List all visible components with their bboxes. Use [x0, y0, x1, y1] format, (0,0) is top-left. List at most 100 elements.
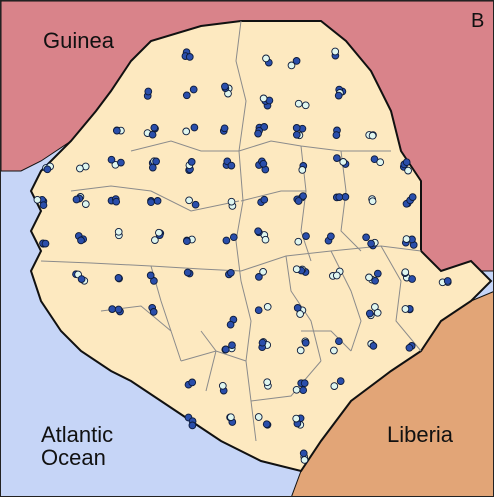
- marker-dark-circle: [336, 377, 345, 385]
- marker-dark-circle: [327, 232, 335, 241]
- marker-dark-circle: [362, 233, 370, 242]
- marker-dark-circle: [373, 269, 382, 278]
- marker-dark-circle: [191, 200, 200, 209]
- marker-dark-circle: [227, 161, 236, 170]
- marker-dark-circle: [408, 275, 416, 283]
- marker-dark-circle: [371, 276, 379, 285]
- liberia-label: Liberia: [387, 422, 454, 447]
- marker-dark-circle: [114, 305, 123, 314]
- marker-dark-circle: [185, 53, 194, 61]
- marker-light-circle: [330, 382, 339, 390]
- marker-dark-circle: [189, 85, 198, 94]
- marker-dark-circle: [227, 268, 235, 277]
- marker-dark-circle: [153, 197, 162, 205]
- marker-dark-circle: [254, 129, 262, 138]
- marker-light-circle: [298, 166, 307, 174]
- marker-light-circle: [263, 302, 272, 311]
- marker-dark-circle: [367, 239, 375, 248]
- marker-light-circle: [300, 456, 309, 464]
- marker-dark-circle: [117, 158, 125, 167]
- marker-dark-circle: [302, 232, 310, 240]
- marker-light-circle: [182, 127, 191, 136]
- marker-dark-circle: [149, 308, 158, 316]
- marker-light-circle: [114, 227, 123, 236]
- marker-dark-circle: [72, 195, 81, 204]
- marker-dark-circle: [254, 227, 262, 236]
- marker-light-circle: [81, 200, 90, 208]
- marker-light-circle: [151, 236, 159, 244]
- district-border-line: [380, 245, 422, 352]
- marker-light-circle: [365, 273, 373, 282]
- marker-dark-circle: [112, 197, 121, 206]
- marker-light-circle: [76, 164, 84, 173]
- marker-light-circle: [227, 197, 236, 206]
- marker-light-circle: [261, 235, 270, 244]
- atlantic-ocean-label: Atlantic Ocean: [41, 423, 113, 469]
- marker-light-circle: [262, 54, 270, 63]
- marker-light-circle: [332, 271, 341, 280]
- marker-dark-circle: [221, 345, 230, 354]
- district-border-line: [130, 140, 239, 152]
- panel-letter: B: [471, 10, 485, 32]
- marker-light-circle: [254, 413, 263, 421]
- marker-light-circle: [404, 166, 412, 175]
- marker-dark-circle: [188, 421, 197, 430]
- marker-dark-circle: [292, 57, 301, 65]
- marker-dark-circle: [114, 274, 123, 282]
- marker-light-circle: [330, 346, 338, 355]
- marker-light-circle: [292, 385, 301, 394]
- marker-light-circle: [294, 237, 303, 246]
- marker-dark-circle: [260, 123, 269, 131]
- district-border-line: [250, 360, 322, 402]
- marker-dark-circle: [262, 420, 271, 429]
- marker-light-circle: [292, 414, 301, 423]
- marker-dark-circle: [365, 309, 374, 318]
- marker-dark-circle: [108, 305, 117, 313]
- marker-light-circle: [292, 265, 301, 274]
- marker-light-circle: [373, 308, 382, 317]
- marker-dark-circle: [43, 165, 52, 174]
- marker-light-circle: [155, 228, 163, 237]
- marker-light-circle: [218, 381, 227, 390]
- marker-light-circle: [401, 268, 410, 277]
- marker-dark-circle: [443, 277, 452, 285]
- marker-dark-circle: [221, 82, 229, 91]
- marker-dark-circle: [222, 236, 231, 245]
- marker-dark-circle: [190, 123, 199, 132]
- marker-dark-circle: [77, 236, 85, 245]
- marker-dark-circle: [408, 193, 417, 201]
- marker-light-circle: [259, 267, 267, 276]
- atlantic-label-line2: Ocean: [41, 445, 106, 471]
- marker-dark-circle: [148, 130, 157, 139]
- marker-dark-circle: [220, 124, 229, 133]
- marker-light-circle: [339, 158, 348, 166]
- marker-dark-circle: [299, 192, 307, 200]
- marker-dark-circle: [301, 338, 310, 347]
- marker-dark-circle: [332, 131, 341, 139]
- marker-dark-circle: [183, 237, 191, 246]
- marker-dark-circle: [188, 378, 197, 387]
- marker-dark-circle: [146, 271, 155, 280]
- district-border-line: [340, 150, 362, 252]
- atlantic-label-line1: Atlantic: [41, 422, 114, 447]
- marker-light-circle: [259, 94, 268, 103]
- marker-dark-circle: [148, 163, 157, 172]
- marker-dark-circle: [299, 386, 308, 395]
- marker-light-circle: [227, 413, 235, 422]
- marker-dark-circle: [144, 87, 153, 96]
- marker-dark-circle: [335, 193, 344, 201]
- marker-dark-circle: [335, 337, 343, 346]
- marker-dark-circle: [152, 157, 160, 166]
- district-border-line: [70, 185, 240, 212]
- marker-dark-circle: [107, 155, 116, 164]
- marker-light-circle: [376, 158, 385, 167]
- marker-dark-circle: [334, 91, 343, 100]
- marker-dark-circle: [182, 91, 191, 100]
- marker-light-circle: [402, 235, 411, 243]
- marker-dark-circle: [254, 306, 263, 315]
- marker-dark-circle: [260, 195, 269, 204]
- marker-light-circle: [401, 305, 410, 313]
- marker-dark-circle: [299, 449, 308, 458]
- marker-light-circle: [368, 197, 377, 206]
